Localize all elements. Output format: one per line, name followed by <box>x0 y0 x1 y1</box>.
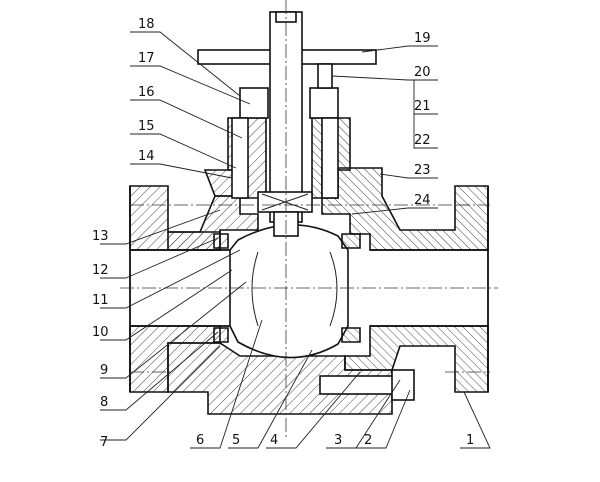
label-2: 2 <box>364 433 372 448</box>
label-3: 3 <box>334 433 342 448</box>
label-15: 15 <box>138 119 155 134</box>
label-23: 23 <box>414 163 431 178</box>
label-20: 20 <box>414 65 431 80</box>
label-12: 12 <box>92 263 109 278</box>
label-11: 11 <box>92 293 109 308</box>
label-7: 7 <box>100 435 108 450</box>
valve-body <box>129 169 393 415</box>
label-5: 5 <box>232 433 240 448</box>
label-21: 21 <box>414 99 431 114</box>
label-14: 14 <box>138 149 155 164</box>
label-4: 4 <box>270 433 278 448</box>
label-10: 10 <box>92 325 109 340</box>
label-6: 6 <box>196 433 204 448</box>
label-24: 24 <box>414 193 431 208</box>
label-13: 13 <box>92 229 109 244</box>
part-labels: 18 17 16 15 14 19 20 21 22 23 24 13 12 1… <box>92 17 474 450</box>
label-16: 16 <box>138 85 155 100</box>
center-lines <box>120 0 498 440</box>
label-19: 19 <box>414 31 431 46</box>
label-17: 17 <box>138 51 155 66</box>
bore-passage <box>129 186 489 392</box>
label-22: 22 <box>414 133 431 148</box>
label-8: 8 <box>100 395 108 410</box>
label-9: 9 <box>100 363 108 378</box>
label-18: 18 <box>138 17 155 32</box>
leader-lines <box>100 31 491 449</box>
ball <box>229 224 349 359</box>
label-1: 1 <box>466 433 474 448</box>
seats <box>213 233 361 343</box>
